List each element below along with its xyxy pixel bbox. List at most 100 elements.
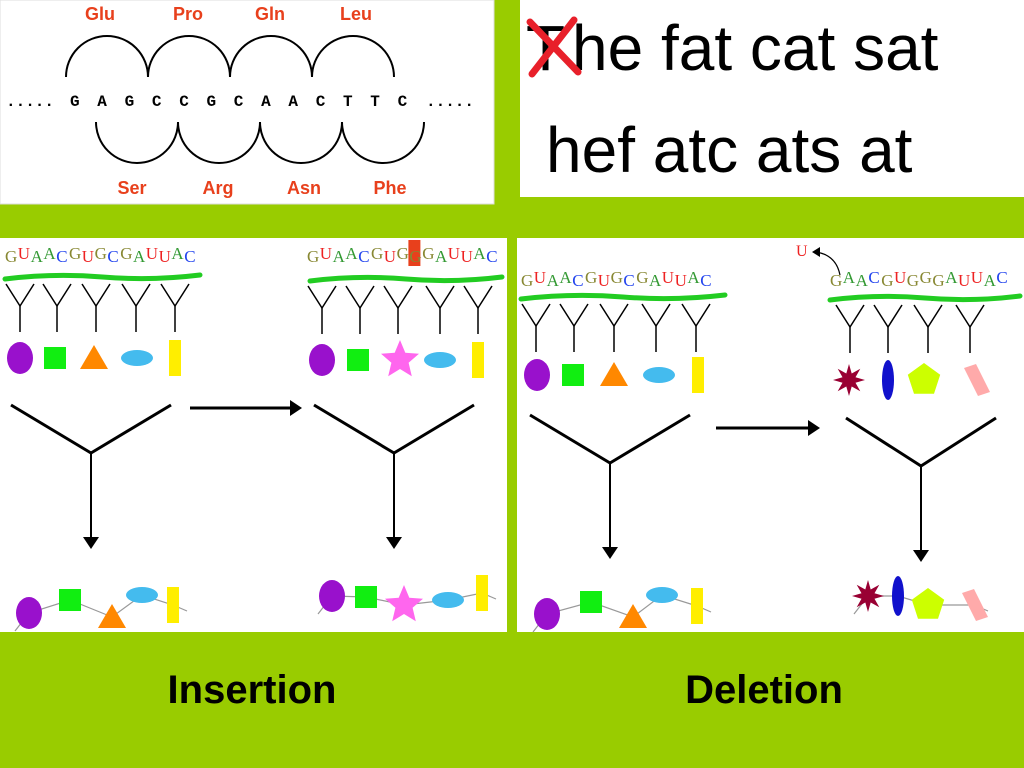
amino-acid-circle — [16, 597, 42, 629]
mrna-base: A — [984, 271, 997, 290]
mrna-base: U — [675, 271, 687, 290]
mrna-base: G — [907, 271, 919, 290]
dna-base: G — [125, 93, 135, 111]
dna-base: C — [179, 93, 189, 111]
mrna-base: A — [473, 244, 486, 263]
amino-acid-row — [524, 357, 704, 393]
mrna-base: C — [358, 247, 369, 266]
mrna-base: A — [333, 247, 346, 266]
amino-acid-oval — [892, 576, 904, 616]
amino-acid-diamond — [962, 589, 988, 621]
trna-anticodon — [383, 285, 413, 334]
mrna-base: U — [461, 247, 473, 266]
mrna-base: U — [598, 271, 610, 290]
sequence-dots-left: ..... — [6, 93, 54, 111]
mrna-base: G — [5, 247, 17, 266]
dna-base: A — [261, 93, 271, 111]
trna-anticodon — [681, 303, 711, 352]
amino-acid-pentagon — [911, 588, 945, 619]
mrna-base: U — [146, 244, 158, 263]
dna-base: C — [316, 93, 326, 111]
ribosome-funnel — [529, 413, 691, 559]
amino-acid-ellipse — [121, 350, 153, 366]
amino-acid-row — [7, 340, 181, 376]
mrna-base: G — [830, 271, 842, 290]
amino-acid-label: Arg — [203, 178, 234, 198]
mrna-base: U — [159, 247, 171, 266]
amino-acid-bar — [169, 340, 181, 376]
arrow-head-icon — [812, 247, 820, 257]
amino-acid-square — [562, 364, 584, 386]
trna-anticodon — [463, 285, 493, 334]
mrna-base: U — [82, 247, 94, 266]
mrna-base: U — [534, 268, 546, 287]
sentence-line-1: he fat cat sat — [572, 12, 939, 84]
polypeptide-chain — [852, 576, 989, 621]
mrna-base: G — [120, 244, 132, 263]
amino-acid-triangle — [600, 362, 628, 386]
amino-acid-triangle — [80, 345, 108, 369]
insertion-label: Insertion — [167, 668, 337, 712]
ribosome-funnel — [313, 403, 475, 549]
mrna-base: C — [486, 247, 497, 266]
mrna-base: A — [435, 247, 448, 266]
mrna-base: A — [945, 268, 958, 287]
amino-acid-square — [59, 589, 81, 611]
amino-acid-label: Glu — [85, 4, 115, 24]
arc-top-3 — [229, 35, 313, 78]
polypeptide-chain — [14, 587, 188, 632]
amino-acid-ellipse — [424, 352, 456, 368]
trna-anticodon — [641, 303, 671, 352]
codon-bottom-arcs — [95, 121, 425, 164]
arrow-head-icon — [602, 547, 618, 559]
amino-acid-square — [347, 349, 369, 371]
amino-acid-star — [385, 585, 423, 622]
polypeptide-chain — [317, 575, 497, 622]
mrna-base: U — [958, 271, 970, 290]
mrna-base: G — [611, 268, 623, 287]
amino-acid-circle — [7, 342, 33, 374]
trna-anticodon — [345, 285, 375, 334]
amino-acid-square — [44, 347, 66, 369]
mrna-base: A — [547, 271, 560, 290]
bottom-amino-acids: Ser Arg Asn Phe — [117, 178, 406, 198]
mrna-base: A — [649, 271, 662, 290]
arc-bottom-3 — [259, 121, 343, 164]
arc-top-4 — [311, 35, 395, 78]
arrow-head-icon — [83, 537, 99, 549]
amino-acid-ellipse — [126, 587, 158, 603]
amino-acid-circle — [319, 580, 345, 612]
mrna-base: G — [521, 271, 533, 290]
deletion-panel — [517, 238, 1024, 632]
amino-acid-square — [355, 586, 377, 608]
amino-acid-label: Leu — [340, 4, 372, 24]
mrna-base: U — [971, 268, 983, 287]
dna-base: T — [343, 93, 353, 111]
amino-acid-bar — [472, 342, 484, 378]
trna-anticodon — [307, 285, 337, 334]
amino-acid-ellipse — [432, 592, 464, 608]
trna-anticodon — [599, 303, 629, 352]
mrna-base: U — [320, 244, 332, 263]
amino-acid-burst — [852, 580, 884, 612]
mrna-strand — [827, 293, 1023, 303]
mrna-base: C — [996, 268, 1007, 287]
mrna-base: C — [572, 271, 583, 290]
mrna-base: C — [56, 247, 67, 266]
trna-anticodon — [121, 283, 151, 332]
mrna-base: C — [868, 268, 879, 287]
amino-acid-oval — [882, 360, 894, 400]
arc-bottom-1 — [95, 121, 179, 164]
trna-anticodon — [835, 304, 865, 353]
mrna-base: G — [636, 268, 648, 287]
sequence-dots-right: ..... — [426, 93, 474, 111]
mrna-base: A — [171, 244, 184, 263]
removed-base: U — [796, 243, 808, 260]
dna-base: A — [97, 93, 107, 111]
